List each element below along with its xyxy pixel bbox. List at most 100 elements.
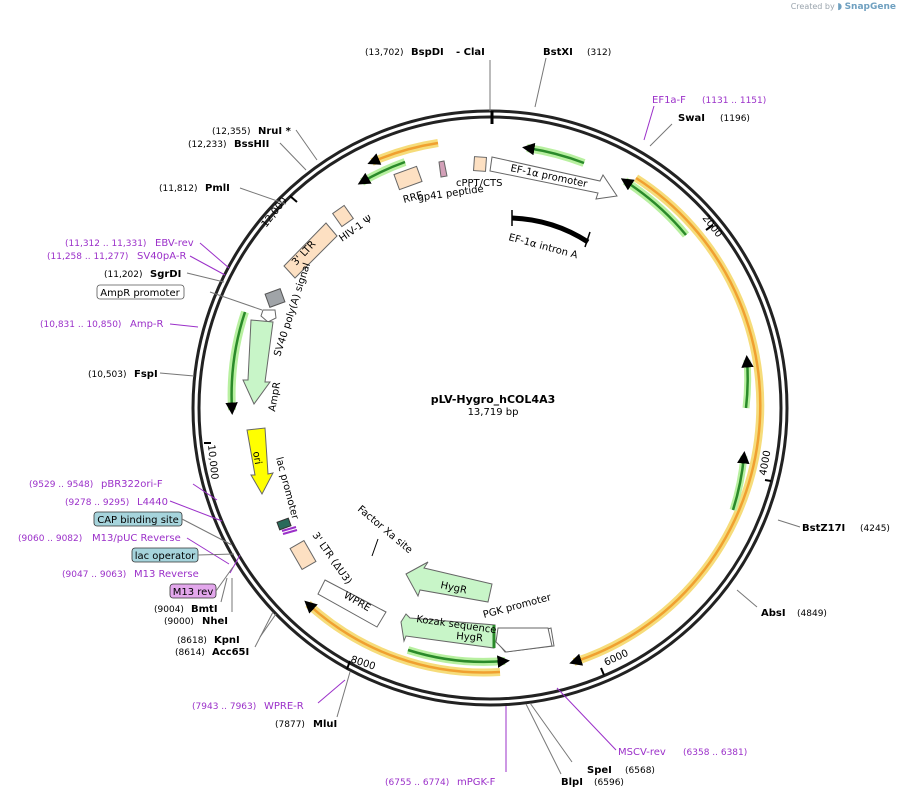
primer-labels: EF1a-F (1131 .. 1151) MSCV-rev (6358 .. … xyxy=(18,95,766,788)
primer-range: (9529 .. 9548) xyxy=(29,480,93,490)
m13-rev-label: M13 rev xyxy=(169,583,217,599)
svg-text:AmpR promoter: AmpR promoter xyxy=(100,288,180,299)
svg-text:HygR: HygR xyxy=(456,631,484,644)
primer-name: Amp-R xyxy=(130,319,164,330)
site-pos: (13,702) xyxy=(365,48,404,58)
ampr-promoter-arrow xyxy=(260,309,277,323)
primer-range: (9047 .. 9063) xyxy=(62,570,126,580)
site-pos: (1196) xyxy=(720,114,750,124)
site-pos: (4849) xyxy=(797,609,827,619)
site-name: SgrDI xyxy=(150,269,181,280)
svg-text:PGK promoter: PGK promoter xyxy=(482,592,553,621)
tick-marks xyxy=(204,195,772,676)
site-pos: (12,233) xyxy=(188,140,227,150)
primer-name: WPRE-R xyxy=(264,701,304,712)
svg-text:lac promoter: lac promoter xyxy=(273,456,300,522)
primer-range: (11,312 .. 11,331) xyxy=(65,239,146,249)
outer-feature-arcs xyxy=(225,139,765,677)
site-pos: (6596) xyxy=(594,778,624,788)
primer-name: M13/pUC Reverse xyxy=(92,533,181,544)
plasmid-size: 13,719 bp xyxy=(468,407,519,418)
svg-text:Factor Xa site: Factor Xa site xyxy=(355,504,414,556)
site-name: NheI xyxy=(202,616,228,627)
site-name: NruI * xyxy=(258,126,292,137)
site-name: BstXI xyxy=(543,47,573,58)
ori: ori xyxy=(246,427,274,496)
credit-brand: SnapGene xyxy=(844,2,896,12)
primer-range: (1131 .. 1151) xyxy=(702,96,766,106)
ampr-promoter-label: AmpR promoter xyxy=(96,284,185,300)
primer-range: (6358 .. 6381) xyxy=(683,748,747,758)
ltr-3-du3: 3' LTR (ΔU3) xyxy=(289,530,354,587)
credit-prefix: Created by xyxy=(790,2,835,11)
site-name: AbsI xyxy=(761,608,786,619)
hiv1-psi: HIV-1 Ψ xyxy=(331,204,375,244)
primer-range: (11,258 .. 11,277) xyxy=(47,252,128,262)
cap-binding-site-label: CAP binding site xyxy=(93,511,183,527)
snapgene-logo: ◗ xyxy=(837,2,843,12)
site-name: MluI xyxy=(313,719,337,730)
site-name: BstZ17I xyxy=(802,523,845,534)
site-name: - ClaI xyxy=(456,47,485,58)
ampr: AmpR xyxy=(242,319,283,413)
site-pos: (8614) xyxy=(175,648,205,658)
plasmid-name: pLV-Hygro_hCOL4A3 xyxy=(431,393,555,406)
site-pos: (312) xyxy=(587,48,611,58)
primer-name: L4440 xyxy=(137,497,168,508)
primer-name: M13 Reverse xyxy=(134,569,199,580)
svg-text:EF-1α intron A: EF-1α intron A xyxy=(507,232,579,261)
primer-name: SV40pA-R xyxy=(137,251,186,262)
site-pos: (10,503) xyxy=(88,370,127,380)
svg-text:3' LTR (ΔU3): 3' LTR (ΔU3) xyxy=(310,530,354,586)
tick-label: 10,000 xyxy=(205,444,220,480)
cppt-cts: cPPT/CTS xyxy=(456,156,502,189)
lac-operator-label: lac operator xyxy=(131,547,199,563)
svg-text:CAP binding site: CAP binding site xyxy=(97,515,179,526)
primer-name: mPGK-F xyxy=(457,777,496,788)
tick-label: 4000 xyxy=(758,450,773,477)
svg-text:gp41 peptide: gp41 peptide xyxy=(417,184,485,204)
rre: RRE xyxy=(393,165,424,206)
site-pos: (7877) xyxy=(275,720,305,730)
primer-leaders xyxy=(169,105,655,772)
site-name: KpnI xyxy=(214,635,240,646)
lac-promoter: lac promoter xyxy=(273,456,301,535)
svg-text:HygR: HygR xyxy=(439,580,467,596)
svg-text:lac operator: lac operator xyxy=(135,551,196,562)
svg-text:AmpR: AmpR xyxy=(267,381,283,412)
site-pos: (9000) xyxy=(164,617,194,627)
snapgene-credit: Created by ◗ SnapGene xyxy=(791,2,896,12)
site-labels: (13,702) BspDI - ClaI BstXI (312) SwaI (… xyxy=(88,47,890,788)
site-name: BlpI xyxy=(561,777,583,788)
primer-range: (6755 .. 6774) xyxy=(385,778,449,788)
tick-label: 12,000 xyxy=(260,195,290,229)
site-name: FspI xyxy=(134,369,158,380)
hygr-lower: HygR Kozak sequence xyxy=(400,613,497,649)
site-leaders xyxy=(159,57,801,775)
site-pos: (12,355) xyxy=(212,127,251,137)
svg-text:RRE: RRE xyxy=(402,190,424,206)
factor-xa-site: Factor Xa site xyxy=(355,504,414,557)
site-pos: (8618) xyxy=(177,636,207,646)
primer-range: (9060 .. 9082) xyxy=(18,534,82,544)
ef1a-promoter: EF-1α promoter xyxy=(489,156,618,200)
primer-range: (7943 .. 7963) xyxy=(192,702,256,712)
site-name: BmtI xyxy=(191,604,218,615)
site-pos: (6568) xyxy=(625,766,655,776)
site-pos: (4245) xyxy=(860,524,890,534)
site-name: SpeI xyxy=(587,765,612,776)
svg-text:ori: ori xyxy=(250,451,263,466)
site-name: Acc65I xyxy=(212,647,249,658)
boxed-leaders xyxy=(181,518,235,592)
site-name: BssHII xyxy=(234,139,269,150)
svg-text:M13 rev: M13 rev xyxy=(173,587,214,598)
primer-range: (9278 .. 9295) xyxy=(65,498,129,508)
site-pos: (11,812) xyxy=(159,184,198,194)
site-pos: (9004) xyxy=(154,605,184,615)
site-pos: (11,202) xyxy=(104,270,143,280)
hygr-upper: HygR xyxy=(405,561,493,603)
primer-name: EBV-rev xyxy=(155,238,194,249)
primer-name: pBR322ori-F xyxy=(101,479,163,490)
primer-name: MSCV-rev xyxy=(618,747,666,758)
site-name: SwaI xyxy=(678,113,705,124)
